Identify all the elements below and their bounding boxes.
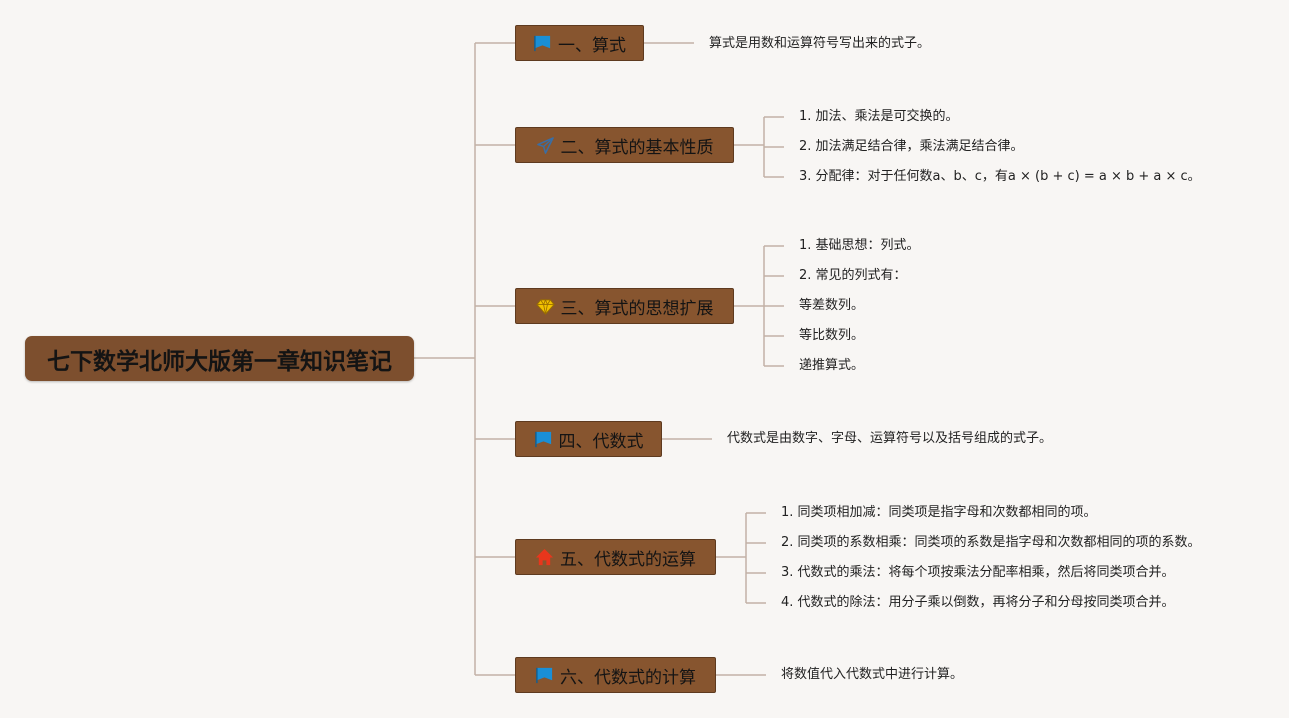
leaf-text[interactable]: 等比数列。 [799, 328, 865, 343]
root-node-label: 七下数学北师大版第一章知识笔记 [47, 348, 392, 375]
topic-label: 二、算式的基本性质 [560, 137, 714, 158]
leaf-text[interactable]: 递推算式。 [799, 358, 865, 373]
topic-label: 一、算式 [558, 35, 626, 56]
blue-flag-icon [535, 666, 554, 685]
leaf-text[interactable]: 3. 分配律：对于任何数a、b、c，有a × (b + c) = a × b +… [799, 169, 1201, 184]
leaf-text[interactable]: 1. 同类项相加减：同类项是指字母和次数都相同的项。 [781, 505, 1097, 520]
leaf-text[interactable]: 2. 同类项的系数相乘：同类项的系数是指字母和次数都相同的项的系数。 [781, 535, 1201, 550]
blue-flag-icon [533, 34, 552, 53]
diamond-icon [535, 297, 555, 316]
leaf-text[interactable]: 代数式是由数字、字母、运算符号以及括号组成的式子。 [727, 431, 1053, 446]
topic-node-2[interactable]: 二、算式的基本性质 [515, 127, 734, 163]
leaf-text[interactable]: 算式是用数和运算符号写出来的式子。 [709, 36, 931, 51]
topic-node-5[interactable]: 五、代数式的运算 [515, 539, 716, 575]
red-house-icon [535, 548, 554, 567]
leaf-text[interactable]: 将数值代入代数式中进行计算。 [781, 667, 964, 682]
leaf-text[interactable]: 2. 加法满足结合律，乘法满足结合律。 [799, 139, 1024, 154]
topic-node-1[interactable]: 一、算式 [515, 25, 644, 61]
topic-node-4[interactable]: 四、代数式 [515, 421, 662, 457]
topic-label: 五、代数式的运算 [560, 549, 696, 570]
topic-node-6[interactable]: 六、代数式的计算 [515, 657, 716, 693]
leaf-text[interactable]: 等差数列。 [799, 298, 865, 313]
topic-node-3[interactable]: 三、算式的思想扩展 [515, 288, 734, 324]
leaf-text[interactable]: 1. 基础思想：列式。 [799, 238, 920, 253]
leaf-text[interactable]: 3. 代数式的乘法：将每个项按乘法分配率相乘，然后将同类项合并。 [781, 565, 1175, 580]
leaf-text[interactable]: 4. 代数式的除法：用分子乘以倒数，再将分子和分母按同类项合并。 [781, 595, 1175, 610]
topic-label: 六、代数式的计算 [560, 667, 696, 688]
leaf-text[interactable]: 1. 加法、乘法是可交换的。 [799, 109, 959, 124]
topic-label: 三、算式的思想扩展 [560, 298, 714, 319]
blue-flag-icon [534, 430, 553, 449]
root-node[interactable]: 七下数学北师大版第一章知识笔记 [25, 336, 414, 381]
paper-plane-icon [536, 136, 555, 155]
topic-label: 四、代数式 [558, 431, 644, 452]
leaf-text[interactable]: 2. 常见的列式有： [799, 268, 907, 283]
